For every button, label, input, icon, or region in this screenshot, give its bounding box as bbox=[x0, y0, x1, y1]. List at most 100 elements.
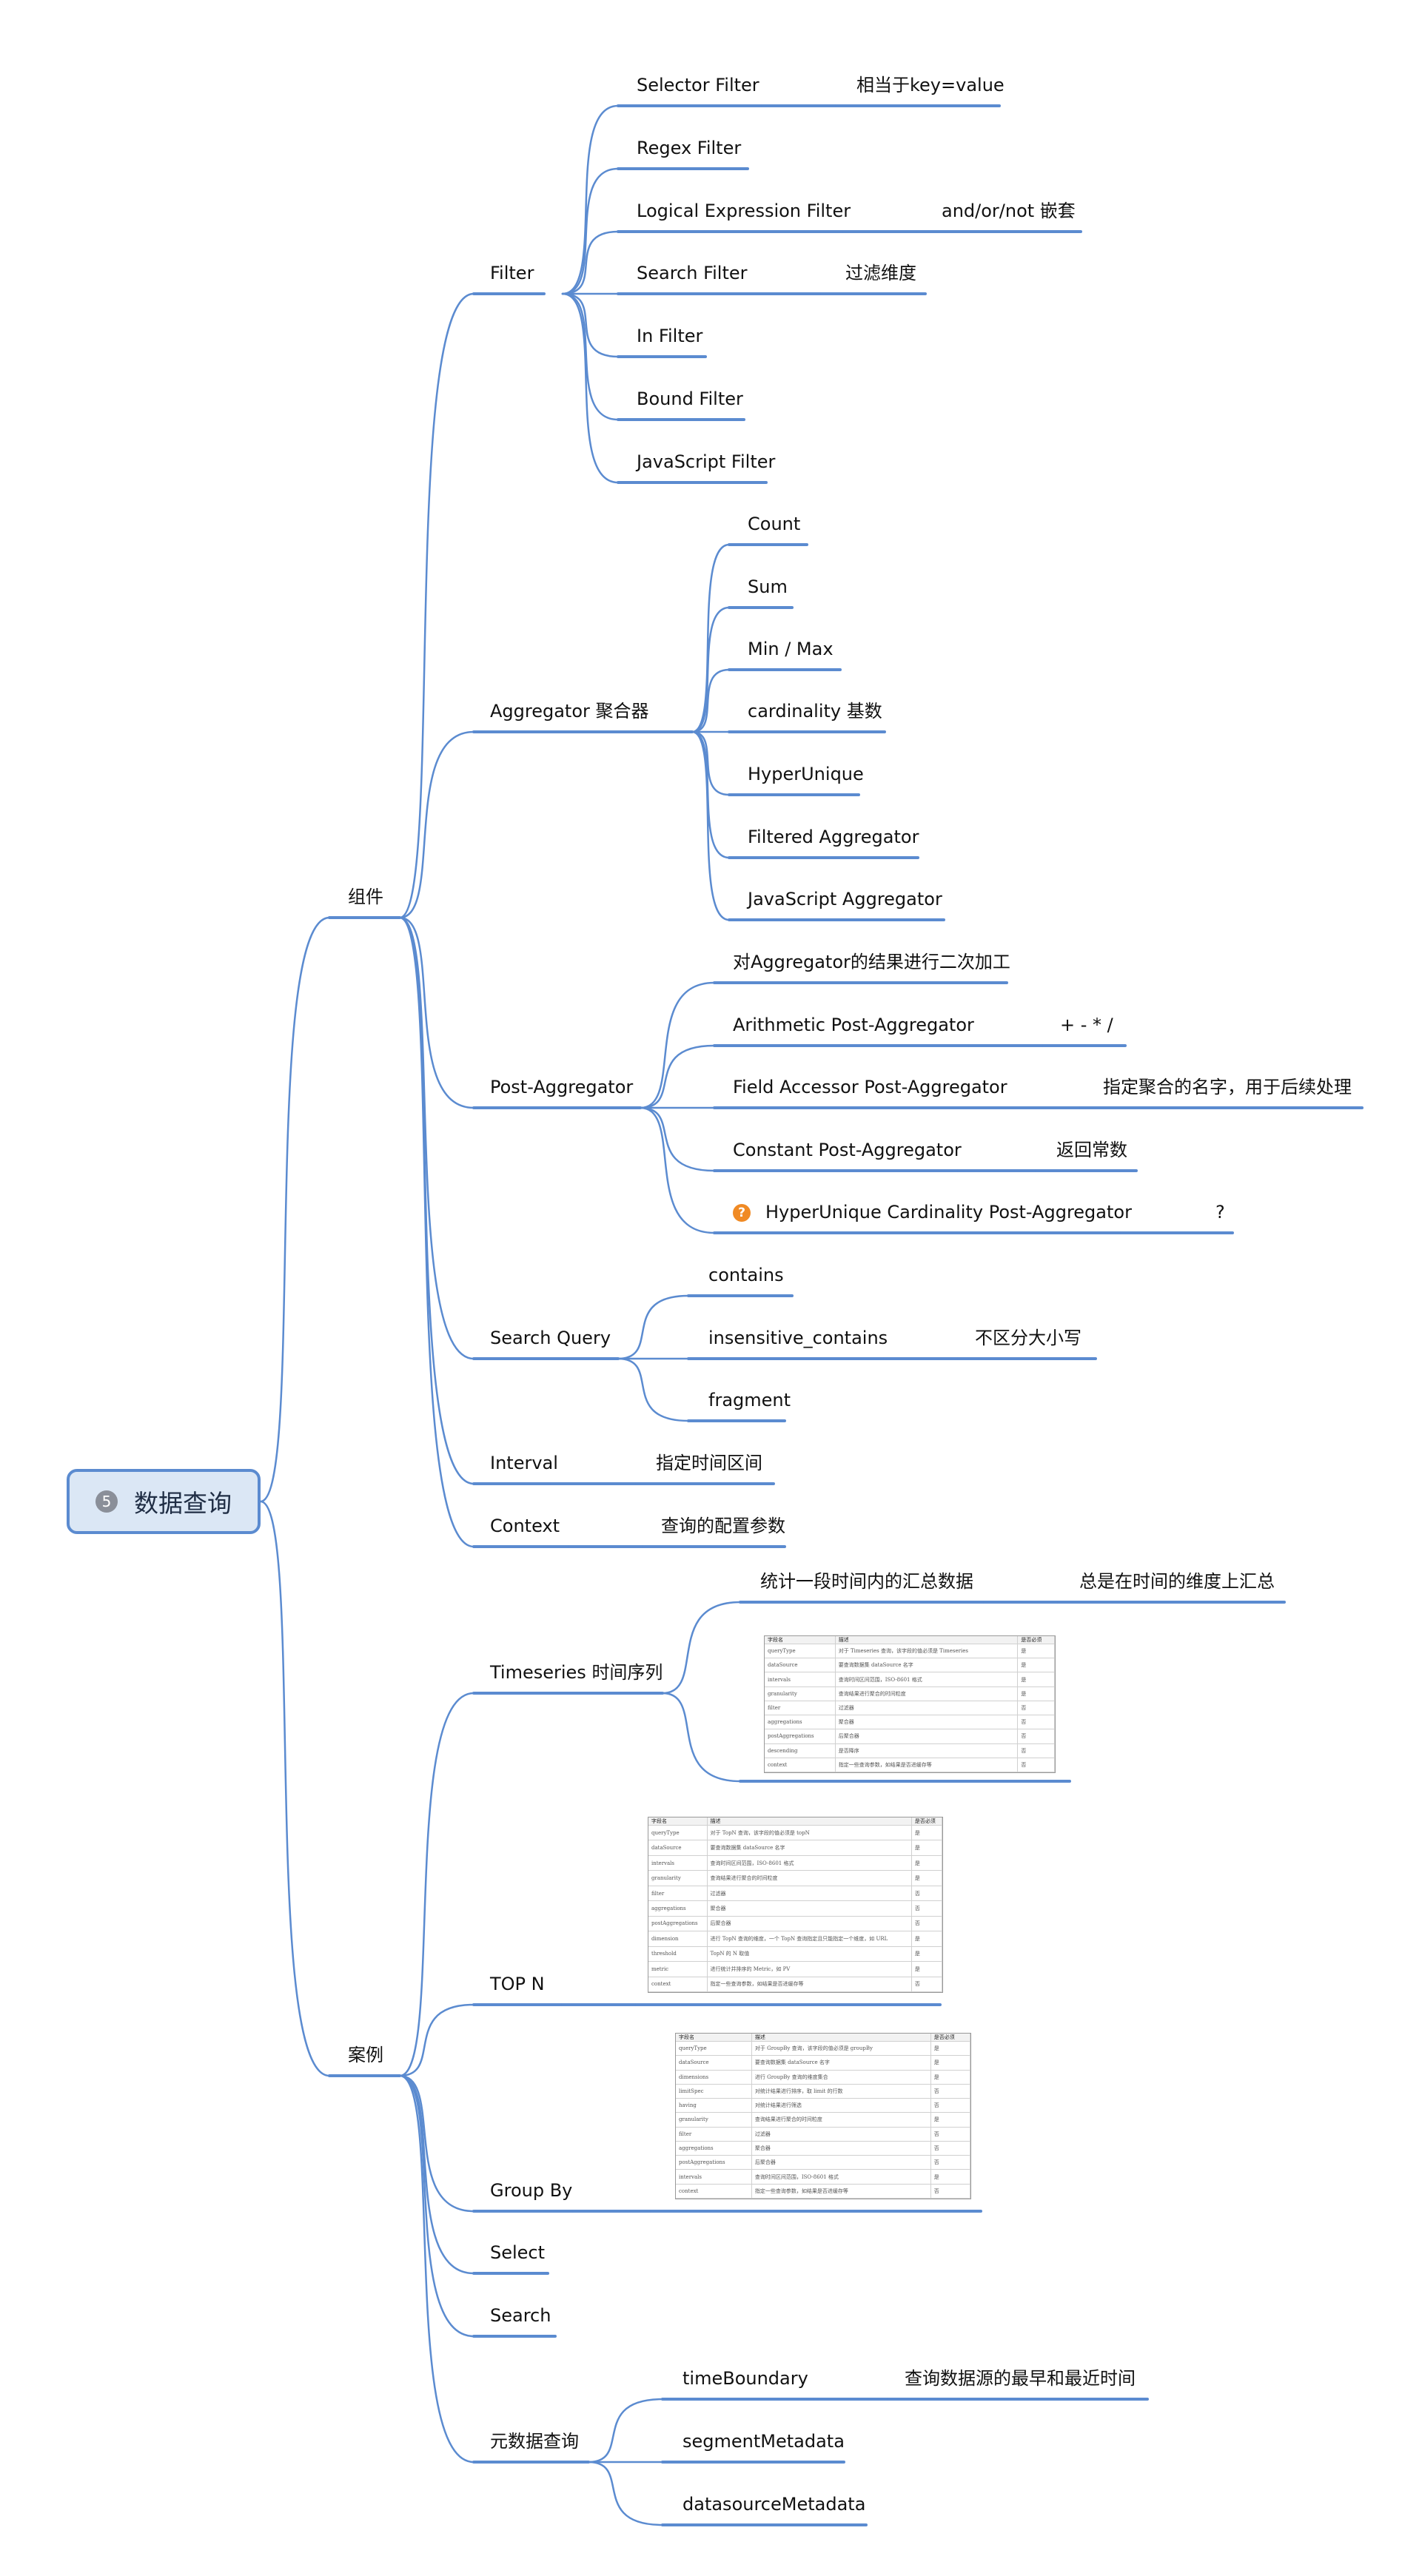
table-cell: 否 bbox=[1017, 1701, 1055, 1716]
node-post-aggregator[interactable]: Post-Aggregator bbox=[490, 1077, 634, 1097]
connector-line bbox=[691, 730, 731, 796]
note-constant[interactable]: 返回常数 bbox=[1056, 1140, 1127, 1160]
node-regex-filter[interactable]: Regex Filter bbox=[637, 138, 742, 158]
table-cell: 否 bbox=[1017, 1743, 1055, 1758]
connector-line bbox=[259, 916, 331, 1503]
table-cell: granularity bbox=[676, 2112, 752, 2128]
connector-line bbox=[661, 1692, 742, 1783]
node-min-max[interactable]: Min / Max bbox=[748, 639, 834, 659]
table-cell: descending bbox=[765, 1743, 836, 1758]
note-hyperunique-cardinality[interactable]: ? bbox=[1215, 1202, 1225, 1223]
table-cell: 是 bbox=[1017, 1672, 1055, 1687]
node-constant-post-agg[interactable]: Constant Post-Aggregator bbox=[733, 1140, 962, 1160]
node-aggregator[interactable]: Aggregator 聚合器 bbox=[490, 701, 649, 722]
node-sum[interactable]: Sum bbox=[748, 576, 788, 597]
connector-line bbox=[398, 916, 475, 1485]
node-field-accessor-post-agg[interactable]: Field Accessor Post-Aggregator bbox=[733, 1077, 1007, 1097]
node-context[interactable]: Context bbox=[490, 1516, 560, 1536]
connector-line bbox=[561, 230, 620, 295]
note-logical-expression-filter[interactable]: and/or/not 嵌套 bbox=[942, 201, 1076, 221]
table-cell: 后聚合器 bbox=[835, 1729, 1019, 1744]
node-arithmetic-post-agg[interactable]: Arithmetic Post-Aggregator bbox=[733, 1015, 974, 1035]
node-javascript-filter[interactable]: JavaScript Filter bbox=[637, 451, 776, 472]
node-interval[interactable]: Interval bbox=[490, 1453, 558, 1473]
node-hyperunique[interactable]: HyperUnique bbox=[748, 764, 864, 784]
node-hyperunique-cardinality-post-agg[interactable]: ?HyperUnique Cardinality Post-Aggregator bbox=[733, 1200, 1132, 1225]
table-cell: 是 bbox=[930, 2169, 971, 2185]
note-selector-filter[interactable]: 相当于key=value bbox=[856, 75, 1005, 95]
table-cell: 要查询数据集 dataSource 名字 bbox=[751, 2055, 931, 2071]
table-cell: 否 bbox=[911, 1916, 943, 1932]
note-search-filter[interactable]: 过滤维度 bbox=[845, 263, 916, 283]
table-cell: 否 bbox=[911, 1886, 943, 1902]
node-search[interactable]: Search bbox=[490, 2305, 551, 2326]
node-bound-filter[interactable]: Bound Filter bbox=[637, 389, 743, 409]
table-cell: 是否降序 bbox=[835, 1743, 1019, 1758]
table-cell: 查询结果进行聚合的时间粒度 bbox=[835, 1686, 1019, 1701]
table-cell: 查询时间区间范围，ISO-8601 格式 bbox=[835, 1672, 1019, 1687]
note-arithmetic[interactable]: + - * / bbox=[1060, 1015, 1113, 1035]
node-timeseries[interactable]: Timeseries 时间序列 bbox=[490, 1662, 663, 1683]
node-search-filter[interactable]: Search Filter bbox=[637, 263, 748, 283]
table-cell: postAggregations bbox=[676, 2155, 752, 2170]
table-cell: limitSpec bbox=[676, 2084, 752, 2099]
node-datasourcemetadata[interactable]: datasourceMetadata bbox=[683, 2494, 866, 2515]
note-insensitive-contains[interactable]: 不区分大小写 bbox=[975, 1328, 1081, 1348]
node-cardinality[interactable]: cardinality 基数 bbox=[748, 701, 882, 722]
node-timeboundary[interactable]: timeBoundary bbox=[683, 2368, 808, 2389]
note-context[interactable]: 查询的配置参数 bbox=[661, 1516, 785, 1536]
table-cell: postAggregations bbox=[765, 1729, 836, 1744]
table-header-cell: 是否必须 bbox=[930, 2034, 971, 2042]
connector-line bbox=[617, 1294, 690, 1360]
node-insensitive-contains[interactable]: insensitive_contains bbox=[708, 1328, 888, 1348]
table-cell: having bbox=[676, 2098, 752, 2113]
node-topn[interactable]: TOP N bbox=[490, 1974, 545, 1994]
node-post-agg-desc[interactable]: 对Aggregator的结果进行二次加工 bbox=[733, 952, 1010, 972]
table-cell: 否 bbox=[1017, 1715, 1055, 1730]
node-logical-expression-filter[interactable]: Logical Expression Filter bbox=[637, 201, 851, 221]
node-selector-filter[interactable]: Selector Filter bbox=[637, 75, 759, 95]
node-count[interactable]: Count bbox=[748, 514, 801, 534]
node-segmentmetadata[interactable]: segmentMetadata bbox=[683, 2431, 845, 2452]
node-javascript-aggregator[interactable]: JavaScript Aggregator bbox=[748, 889, 942, 909]
table-cell: 查询时间区间范围，ISO-8601 格式 bbox=[751, 2169, 931, 2185]
node-cases[interactable]: 案例 bbox=[348, 2045, 383, 2065]
connector-line bbox=[561, 292, 620, 484]
node-fragment[interactable]: fragment bbox=[708, 1390, 791, 1410]
note-field-accessor[interactable]: 指定聚合的名字，用于后续处理 bbox=[1103, 1077, 1352, 1097]
note-timeboundary[interactable]: 查询数据源的最早和最近时间 bbox=[905, 2368, 1136, 2389]
root-node[interactable]: 5 数据查询 bbox=[67, 1469, 261, 1534]
table-cell: 是 bbox=[911, 1870, 943, 1886]
note-timeseries[interactable]: 总是在时间的维度上汇总 bbox=[1079, 1571, 1275, 1592]
note-interval[interactable]: 指定时间区间 bbox=[656, 1453, 762, 1473]
node-contains[interactable]: contains bbox=[708, 1265, 784, 1285]
table-cell: 对统计结果进行排序，取 limit 的行数 bbox=[751, 2084, 931, 2099]
node-groupby[interactable]: Group By bbox=[490, 2180, 573, 2201]
node-components[interactable]: 组件 bbox=[348, 887, 383, 907]
connector-line bbox=[587, 2461, 664, 2526]
node-search-query[interactable]: Search Query bbox=[490, 1328, 611, 1348]
node-metadata[interactable]: 元数据查询 bbox=[490, 2431, 579, 2452]
table-cell: filter bbox=[676, 2127, 752, 2142]
table-cell: 查询结果进行聚合的时间粒度 bbox=[751, 2112, 931, 2128]
node-in-filter[interactable]: In Filter bbox=[637, 326, 703, 346]
node-filtered-aggregator[interactable]: Filtered Aggregator bbox=[748, 827, 919, 847]
connector-line bbox=[398, 2074, 475, 2275]
node-select[interactable]: Select bbox=[490, 2242, 546, 2263]
node-timeseries-desc[interactable]: 统计一段时间内的汇总数据 bbox=[760, 1571, 973, 1592]
table-header-cell: 是否必须 bbox=[1017, 1636, 1055, 1644]
node-filter[interactable]: Filter bbox=[490, 263, 534, 283]
